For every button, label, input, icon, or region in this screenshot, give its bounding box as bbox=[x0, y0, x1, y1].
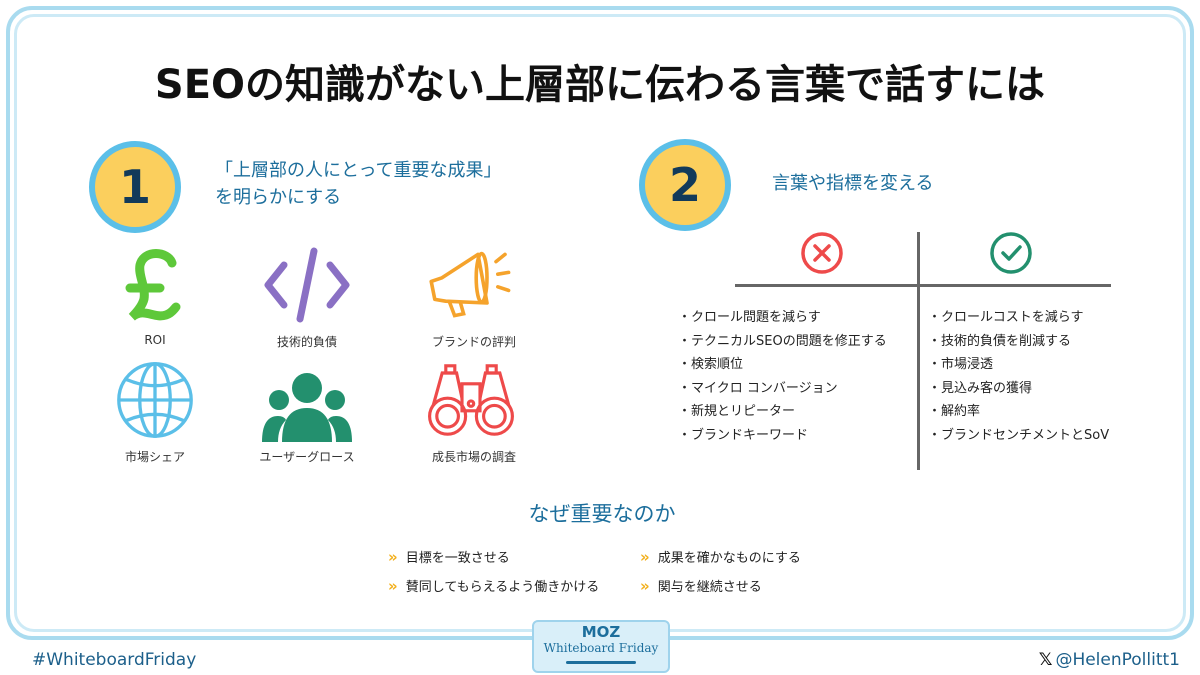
binoculars-icon bbox=[428, 364, 514, 436]
why-item-text: 成果を確かなものにする bbox=[657, 551, 801, 566]
section1-heading-line2: を明らかにする bbox=[215, 187, 342, 208]
old-term: ・新規とリピーター bbox=[678, 404, 796, 419]
item-label-roi: ROI bbox=[144, 333, 166, 347]
megaphone-icon bbox=[429, 251, 511, 318]
pound-icon bbox=[125, 249, 181, 321]
section1-heading: 「上層部の人にとって重要な成果」 を明らかにする bbox=[215, 157, 502, 211]
handle-text: @HelenPollitt1 bbox=[1055, 650, 1180, 670]
chevron-right-icon: » bbox=[640, 547, 650, 566]
cross-icon bbox=[801, 232, 843, 274]
why-item: » 成果を確かなものにする bbox=[640, 547, 801, 567]
old-term: ・テクニカルSEOの問題を修正する bbox=[678, 333, 887, 349]
globe-icon bbox=[117, 362, 193, 438]
chevron-right-icon: » bbox=[640, 576, 650, 595]
new-term: ・市場浸透 bbox=[928, 357, 994, 372]
section2-heading: 言葉や指標を変える bbox=[772, 173, 934, 194]
chevron-right-icon: » bbox=[388, 547, 398, 566]
logo-text: Whiteboard Friday bbox=[543, 641, 659, 655]
item-label-market-share: 市場シェア bbox=[124, 450, 185, 464]
logo-brand: MOZ bbox=[581, 623, 621, 641]
item-label-user-growth: ユーザーグロース bbox=[259, 450, 355, 464]
check-icon bbox=[990, 232, 1032, 274]
why-item: » 関与を継続させる bbox=[640, 576, 762, 596]
section1-heading-line1: 「上層部の人にとって重要な成果」 bbox=[215, 160, 502, 181]
new-term: ・見込み客の獲得 bbox=[928, 380, 1033, 396]
old-term: ・マイクロ コンバージョン bbox=[678, 380, 838, 396]
old-term: ・クロール問題を減らす bbox=[678, 310, 821, 325]
table-vertical-divider bbox=[917, 232, 920, 470]
why-item-text: 賛同してもらえるよう働きかける bbox=[405, 580, 600, 595]
why-heading: なぜ重要なのか bbox=[528, 502, 676, 526]
page-title: SEOの知識がない上層部に伝わる言葉で話すには bbox=[154, 62, 1046, 108]
users-icon bbox=[262, 373, 352, 442]
new-term: ・ブランドセンチメントとSoV bbox=[928, 427, 1110, 443]
new-term: ・クロールコストを減らす bbox=[928, 310, 1084, 325]
step-1-badge: 1 bbox=[89, 141, 181, 233]
why-item: » 賛同してもらえるよう働きかける bbox=[388, 576, 600, 596]
old-term: ・ブランドキーワード bbox=[678, 427, 809, 443]
x-logo-icon: 𝕏 bbox=[1038, 650, 1053, 670]
hashtag: #WhiteboardFriday bbox=[32, 650, 197, 670]
why-item-text: 目標を一致させる bbox=[405, 551, 510, 566]
step-2-badge: 2 bbox=[639, 139, 731, 231]
chevron-right-icon: » bbox=[388, 576, 398, 595]
author-handle: 𝕏 @HelenPollitt1 bbox=[1039, 650, 1180, 670]
item-label-tech-debt: 技術的負債 bbox=[276, 335, 337, 349]
new-term: ・技術的負債を削減する bbox=[928, 333, 1072, 349]
old-terms-list: ・クロール問題を減らす ・テクニカルSEOの問題を修正する ・検索順位 ・マイク… bbox=[678, 306, 887, 447]
code-icon bbox=[264, 247, 350, 323]
item-label-brand: ブランドの評判 bbox=[431, 335, 516, 349]
item-label-market-research: 成長市場の調査 bbox=[431, 450, 516, 464]
why-item: » 目標を一致させる bbox=[388, 547, 510, 567]
moz-whiteboard-friday-logo: MOZ Whiteboard Friday bbox=[532, 620, 670, 673]
table-horizontal-divider bbox=[735, 284, 1111, 287]
old-term: ・検索順位 bbox=[678, 357, 744, 372]
why-item-text: 関与を継続させる bbox=[657, 580, 762, 595]
new-term: ・解約率 bbox=[928, 404, 981, 419]
new-terms-list: ・クロールコストを減らす ・技術的負債を削減する ・市場浸透 ・見込み客の獲得 … bbox=[928, 306, 1109, 447]
marker-icon bbox=[566, 661, 636, 664]
